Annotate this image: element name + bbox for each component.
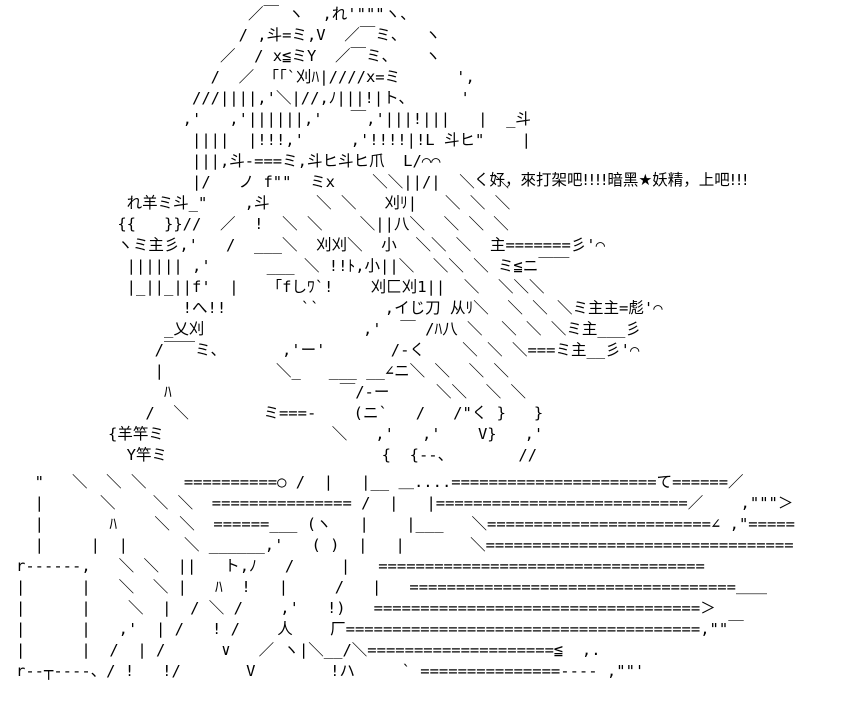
ascii-art-line: Y竿ミ { {--、 // xyxy=(80,446,538,464)
ascii-art-line: ／ / x≦ミY ／￣ミ、 ヽ xyxy=(80,47,441,65)
ascii-art-line: / ／ 「｢`刈ﾊ|////x=ミ ', xyxy=(80,68,475,86)
ascii-art-line: ///||||,'＼|//,ﾉ|||!|ト、 ' xyxy=(80,89,470,107)
ascii-art-line: _乂刈 ,' ￣ /ﾊ八 ＼ ＼ ＼ ＼ミ主___彡 xyxy=(80,320,641,338)
ascii-art-line: ヽミ主彡,' / ___＼ 刈刈＼ 小 ＼＼ ＼ 主=======彡'⌒ xyxy=(80,236,605,254)
ascii-art-line: /￣￣ミ、 ,'ー' /-く ＼ ＼ ＼===ミ主__彡'⌒ xyxy=(80,341,640,359)
ascii-art-line: {{ }}// ／ ! ＼ ＼ ＼||八＼ ＼ ＼ ＼ xyxy=(80,215,509,233)
ascii-art-line: !へ!! `` ,イじ刀 从ﾘ＼ ＼ ＼ ＼ミ主主=彪'⌒ xyxy=(80,299,663,317)
ascii-art-line: ／￣ ヽ ,れ'"""ヽ、 xyxy=(80,5,416,23)
ascii-art-line: / ＼ ミ===- (ニ` / /"く } } xyxy=(80,404,544,422)
ascii-art-line: | | ,' | / ! / 人 厂======================… xyxy=(16,620,744,638)
ascii-art-line: " ＼ ＼ ＼ ==========○ / | |__ ＿....=======… xyxy=(16,473,744,491)
ascii-art-line: | ﾊ ＼ ＼ ======___ (ヽ | |___ ＼===========… xyxy=(16,515,795,533)
ascii-art-line: れ羊ミ斗_" ,斗 ＼ ＼ 刈ﾘ| ＼ ＼ ＼ xyxy=(80,194,511,212)
ascii-art-line: | | ＼ ＼ | ﾊ ! | / | ====================… xyxy=(16,578,767,596)
ascii-art-line: |_||_||f' | 「fしﾜ`! 刈匚刈1|| ＼ ＼＼＼ xyxy=(80,278,545,296)
ascii-art-line: |/ ノ f"" ミx ＼＼||/| ＼ ＼ xyxy=(80,173,509,191)
ascii-art-line: ﾊ ￣/-ー ＼＼ ＼ ＼ xyxy=(80,383,527,401)
ascii-art-line: | | ＼ | / ＼ / ,' !) ====================… xyxy=(16,599,716,617)
ascii-art-line: |||,斗-===ミ,斗ヒ斗ヒ爪 L/⌒⌒ xyxy=(80,152,441,170)
ascii-art-line: | | / | / ∨ ／ ヽ|＼__/＼===================… xyxy=(16,641,601,659)
ascii-art-line: r--┬----、/ ! !/ V !ハ ` ===============--… xyxy=(16,662,645,680)
ascii-art-line: r------, ＼ ＼ || ト,ﾉ / | ================… xyxy=(16,557,705,575)
ascii-art-line: ,' ,'||||||,' ￣,'|||!||| | _斗 xyxy=(80,110,531,128)
ascii-art-line: | ＼ ＼ ＼ =============== / | |===========… xyxy=(16,494,794,512)
ascii-art-line: | ＼_ ___ __∠ニ＼ ＼ ＼ ＼ xyxy=(80,362,509,380)
ascii-art-line: | | | ＼ ______,' ( ) | | ＼==============… xyxy=(16,536,794,554)
ascii-art-line: / ,斗=ミ,V ／￣ミ、 ヽ xyxy=(80,26,441,44)
ascii-art-line: |||||| ,' ___ ＼ !!ﾄ,小||＼ ＼＼ ＼ ミ≦ニ￣￣ xyxy=(80,257,570,275)
ascii-art-line: |||| |!!!,' ,'!!!!|!L 斗ヒ" | xyxy=(80,131,531,149)
speech-text: く好，來打架吧!!!!暗黑★妖精，上吧!!! xyxy=(474,171,749,189)
ascii-art-line: {羊竿ミ ＼ ,' ,' V} ,' xyxy=(80,425,544,443)
